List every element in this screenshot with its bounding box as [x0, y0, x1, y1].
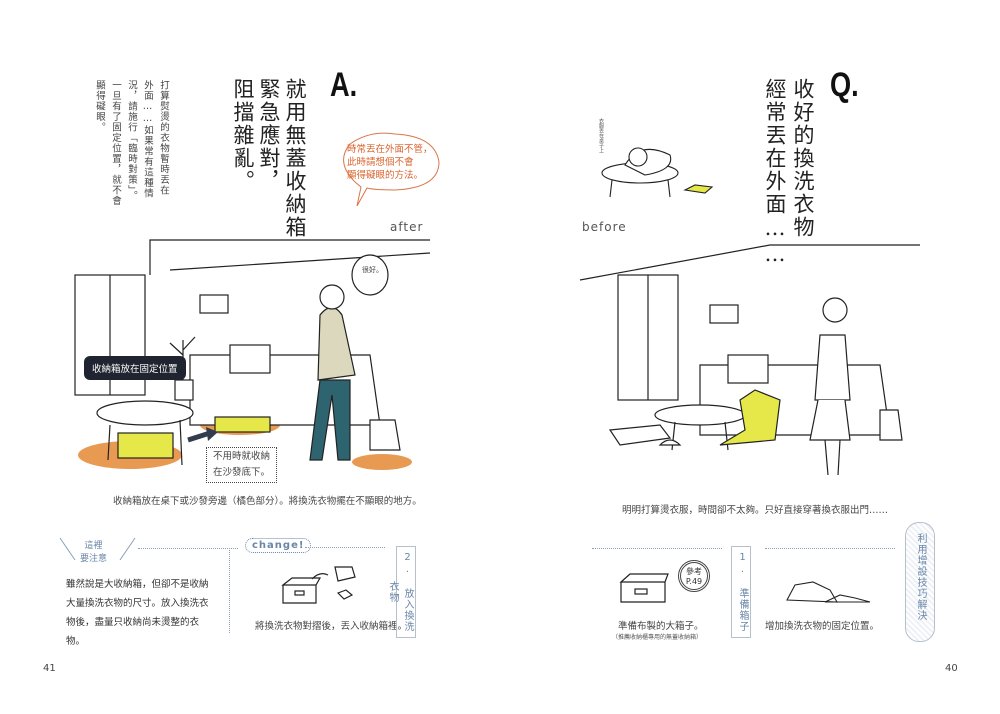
- speech-bubble: 時常丟在外面不管， 此時請想個不會 顯得礙眼的方法。: [347, 143, 433, 182]
- note-text: 雖然說是大收納箱，但卻不是收納 大量換洗衣物的尺寸。放入換洗衣 物後，盡量只收納…: [66, 575, 209, 651]
- fold-clothes-icon: [281, 566, 356, 604]
- bubble-line: 此時請想個不會: [347, 157, 414, 168]
- note-title: 這裡 要注意: [80, 540, 107, 566]
- note-line: 物後，盡量只收納尚未燙整的衣: [66, 617, 200, 628]
- callout-fixed-position: 收納箱放在固定位置: [84, 356, 186, 380]
- side-tab-solution: 利用增設技巧解決: [905, 522, 935, 642]
- callout-under-sofa: 不用時就收納 在沙發底下。: [206, 447, 278, 483]
- note-line: 大量換洗衣物的尺寸。放入換洗衣: [66, 598, 209, 609]
- question-letter: Q.: [830, 66, 859, 104]
- body-line-5: 顯得礙眼。: [94, 80, 105, 133]
- stamp-line: 參考: [686, 567, 702, 576]
- after-illustration: [74, 239, 431, 470]
- step2-caption: 將換洗衣物對摺後，丟入收納箱裡。: [255, 621, 408, 632]
- divider: [229, 548, 230, 633]
- answer-letter: A.: [330, 66, 358, 104]
- step1-label: 1. 準備箱子: [731, 546, 751, 638]
- before-label: before: [582, 220, 627, 234]
- question-headline-2: 經常丟在外面……: [763, 78, 787, 268]
- question-headline-1: 收好的換洗衣物: [791, 78, 815, 239]
- note-title-line: 這裡: [84, 541, 103, 551]
- divider: [138, 548, 238, 549]
- answer-headline-1: 就用無蓋收納箱: [283, 78, 307, 239]
- clothes-pile-icon: [786, 581, 871, 603]
- change-label: change!: [245, 538, 312, 553]
- person-thought: 很好。: [362, 266, 383, 274]
- note-title-line: 要注意: [80, 554, 108, 564]
- slumped-person-sketch: [601, 147, 714, 198]
- bubble-line: 時常丟在外面不管，: [347, 144, 433, 155]
- after-caption: 收納箱放在桌下或沙發旁邊（橘色部分）。將換洗衣物擺在不顯眼的地方。: [113, 496, 422, 507]
- step2-label: 2. 放入換洗衣物: [387, 546, 416, 638]
- body-line-3: 況，請施行「臨時對策」。: [126, 80, 137, 202]
- step1-subcaption: （推薦收納櫃專用的無蓋收納箱）: [612, 634, 703, 641]
- body-line-2: 外面……如果常有這種情: [142, 80, 153, 199]
- divider: [765, 548, 895, 549]
- page-number-right: 40: [945, 663, 958, 674]
- body-line-1: 打算熨燙的衣物暫時丟在: [158, 80, 169, 196]
- note-line: 物。: [66, 636, 86, 647]
- reference-stamp: 參考 P.49: [678, 560, 710, 592]
- page-number-left: 41: [43, 663, 56, 674]
- bubble-line: 顯得礙眼的方法。: [347, 170, 424, 181]
- answer-headline-3: 阻擋雜亂。: [231, 78, 255, 193]
- box-icon: [619, 573, 669, 603]
- before-illustration: [579, 244, 920, 476]
- speech-bubble-shape: [343, 132, 440, 207]
- body-line-4: 一旦有了固定位置，就不會: [110, 80, 121, 206]
- note-line: 雖然說是大收納箱，但卻不是收納: [66, 579, 209, 590]
- callout-line: 不用時就收納: [213, 451, 271, 462]
- step1-caption: 準備布製的大箱子。: [618, 621, 704, 632]
- tip-caption: 增加換洗衣物的固定位置。: [765, 621, 880, 632]
- small-sketch-note: 衣服丟在桌子上: [598, 118, 604, 153]
- stamp-line: P.49: [685, 577, 703, 586]
- note-title-slashes: [59, 537, 136, 561]
- after-label: after: [390, 220, 424, 234]
- divider: [592, 548, 722, 549]
- divider: [305, 547, 385, 548]
- before-caption: 明明打算燙衣服，時間卻不太夠。只好直接穿著換衣服出門……: [622, 505, 889, 516]
- answer-headline-2: 緊急應對，: [257, 78, 281, 193]
- callout-line: 在沙發底下。: [213, 467, 271, 478]
